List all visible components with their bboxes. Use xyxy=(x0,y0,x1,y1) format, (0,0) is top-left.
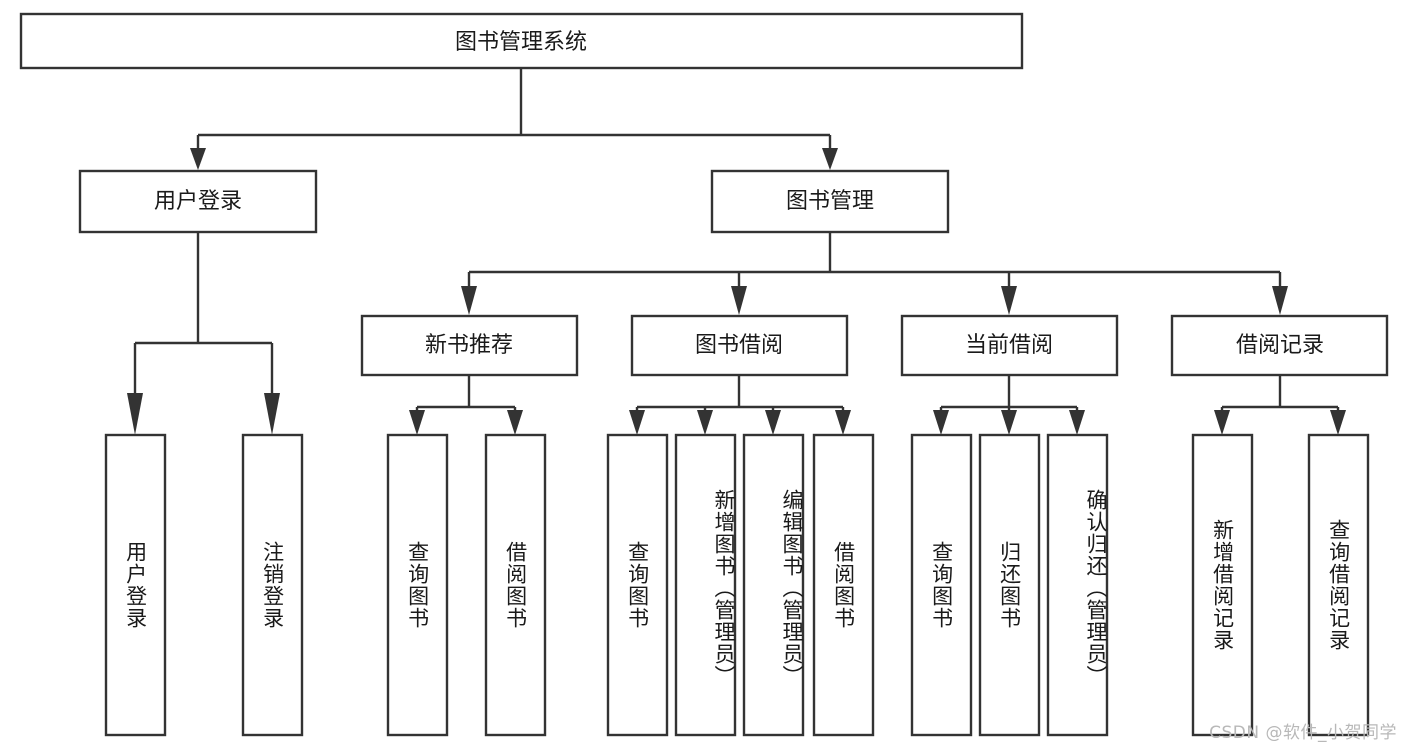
leaf-box-borrow-book-1[interactable] xyxy=(484,433,547,737)
node-user-login[interactable]: 用户登录 xyxy=(78,169,318,234)
arrow-to-user-login xyxy=(190,148,206,170)
current-borrow-box[interactable] xyxy=(900,314,1119,377)
node-root[interactable]: 图书管理系统 xyxy=(19,12,1024,70)
root-box[interactable] xyxy=(19,12,1024,70)
node-new-book-recommend[interactable]: 新书推荐 xyxy=(360,314,579,377)
root-label: 图书管理系统 xyxy=(455,30,587,55)
arrow-to-book-borrow xyxy=(731,286,747,315)
leaf-box-return-book[interactable] xyxy=(978,433,1041,737)
book-manage-label: 图书管理 xyxy=(786,189,874,214)
user-login-label: 用户登录 xyxy=(154,189,242,214)
connector-current-borrow-to-leaves xyxy=(933,375,1085,435)
user-login-box[interactable] xyxy=(78,169,318,234)
arrow-to-current-borrow xyxy=(1001,286,1017,315)
leaf-box-logout[interactable] xyxy=(241,433,304,737)
leaf-box-query-record[interactable] xyxy=(1307,433,1370,737)
leaf-box-query-book-1[interactable] xyxy=(386,433,449,737)
arrow-to-leaf-user-login xyxy=(127,393,143,435)
arrow-to-new-book xyxy=(461,286,477,315)
new-book-recommend-box[interactable] xyxy=(360,314,579,377)
current-borrow-label: 当前借阅 xyxy=(965,333,1053,358)
leaf-box-query-book-3[interactable] xyxy=(910,433,973,737)
leaf-box-add-record[interactable] xyxy=(1191,433,1254,737)
leaf-box-borrow-book-2[interactable] xyxy=(812,433,875,737)
leaf-box-query-book-2[interactable] xyxy=(606,433,669,737)
connector-new-book-to-leaves xyxy=(409,375,523,435)
leaf-box-add-book[interactable] xyxy=(674,433,737,737)
node-current-borrow[interactable]: 当前借阅 xyxy=(900,314,1119,377)
node-borrow-record[interactable]: 借阅记录 xyxy=(1170,314,1389,377)
borrow-record-label: 借阅记录 xyxy=(1236,333,1324,358)
leaf-box-user-login[interactable] xyxy=(104,433,167,737)
new-book-recommend-label: 新书推荐 xyxy=(425,333,513,358)
book-borrow-label: 图书借阅 xyxy=(695,333,783,358)
leaf-box-edit-book[interactable] xyxy=(742,433,805,737)
node-book-borrow[interactable]: 图书借阅 xyxy=(630,314,849,377)
arrow-to-borrow-record xyxy=(1272,286,1288,315)
connector-book-borrow-to-leaves xyxy=(629,375,851,435)
connector-book-manage-to-level3 xyxy=(461,232,1288,315)
node-book-manage[interactable]: 图书管理 xyxy=(710,169,950,234)
arrow-to-leaf-logout xyxy=(264,393,280,435)
csdn-watermark: CSDN @软件_小贺同学 xyxy=(1209,723,1397,743)
connector-borrow-record-to-leaves xyxy=(1214,375,1346,435)
leaf-box-confirm-return[interactable] xyxy=(1046,433,1109,737)
connector-user-login-to-leaves xyxy=(127,232,280,435)
arrow-to-book-manage xyxy=(822,148,838,170)
connector-root-to-level2 xyxy=(190,68,838,170)
